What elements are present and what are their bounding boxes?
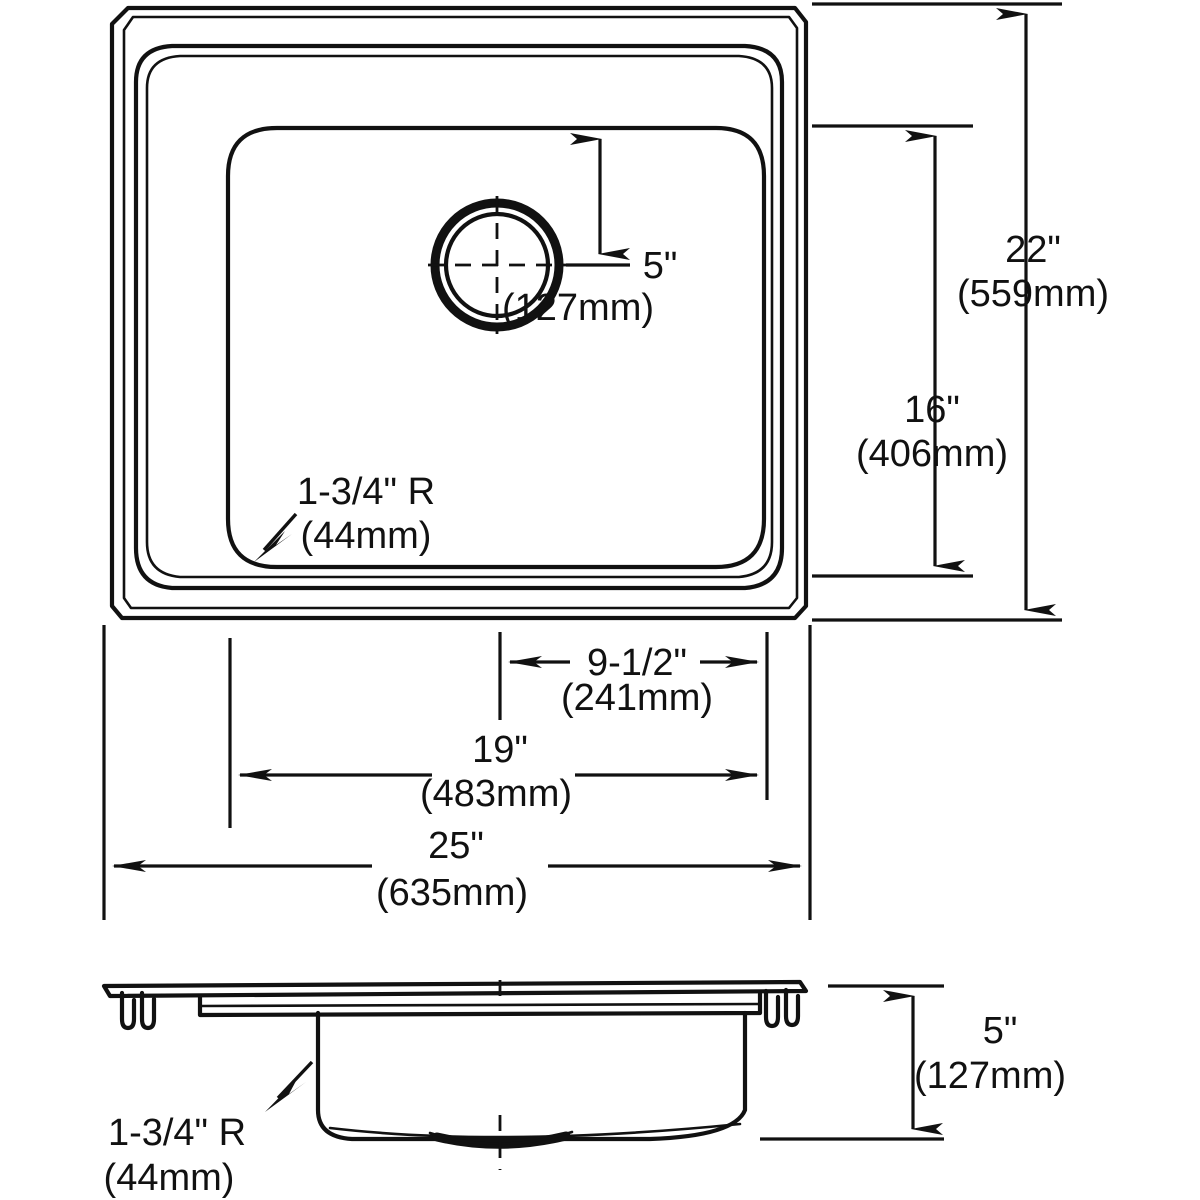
section-rim-ledge-midline [198,1002,762,1008]
leader-corner-radius-top [254,512,298,562]
sink-bowl-opening [225,125,767,570]
dimension-bowl-height-inch: 5" [983,1010,1018,1052]
sink-outer-rim-outline [109,5,809,621]
dimension-bowl-width-inch: 19" [472,729,528,771]
leader-corner-radius-top-line [262,512,298,552]
dimension-drain-from-right [498,632,769,800]
sink-rim-step-outline [133,43,785,591]
dimension-bowl-height [760,984,944,1141]
dimension-overall-depth [812,2,1062,622]
dimension-drain-offset-inch: 5" [643,245,678,287]
sink-rim-step-inner-edge [145,54,774,579]
leader-corner-radius-section-arrowhead [265,1079,306,1112]
dimension-drain-from-right-inch: 9-1/2" [587,642,687,684]
dimension-bowl-depth-mm: (406mm) [856,433,1008,475]
dimension-bowl-depth [812,124,973,578]
section-bowl-profile [315,1010,748,1142]
dimension-overall-depth-mm: (559mm) [957,273,1109,315]
section-rim-plate [101,979,809,999]
dimension-bowl-width-mm: (483mm) [420,773,572,815]
clip-left-b [139,990,157,1031]
dimension-corner-radius-section-inch: 1-3/4" R [108,1112,246,1154]
leader-corner-radius-section-line [276,1060,314,1100]
clip-right-b [783,987,801,1028]
top-view-geometry [109,5,809,621]
dimension-bowl-width [228,638,759,828]
dimension-bowl-depth-inch: 16" [904,389,960,431]
dimension-overall-width-mm: (635mm) [376,872,528,914]
section-view-geometry [101,979,809,1170]
leader-corner-radius-section [265,1060,314,1112]
dimension-drain-from-right-mm: (241mm) [561,677,713,719]
dimension-overall-depth-inch: 22" [1005,229,1061,271]
clip-left-a [119,990,137,1031]
dimension-corner-radius-top-mm: (44mm) [301,515,432,557]
dimension-bowl-height-mm: (127mm) [914,1055,1066,1097]
sink-outer-rim-inner-edge [122,15,799,610]
dimension-corner-radius-top-inch: 1-3/4" R [297,471,435,513]
dimension-overall-width [102,625,812,920]
dimension-corner-radius-section-mm: (44mm) [104,1157,235,1199]
dimension-drain-offset-mm: (127mm) [502,287,654,329]
leader-corner-radius-top-arrowhead [254,531,292,562]
clip-right-a [763,988,781,1029]
section-bowl-floor-line [328,1122,742,1139]
dimension-overall-width-inch: 25" [428,825,484,867]
dimension-drain-offset [566,133,630,267]
